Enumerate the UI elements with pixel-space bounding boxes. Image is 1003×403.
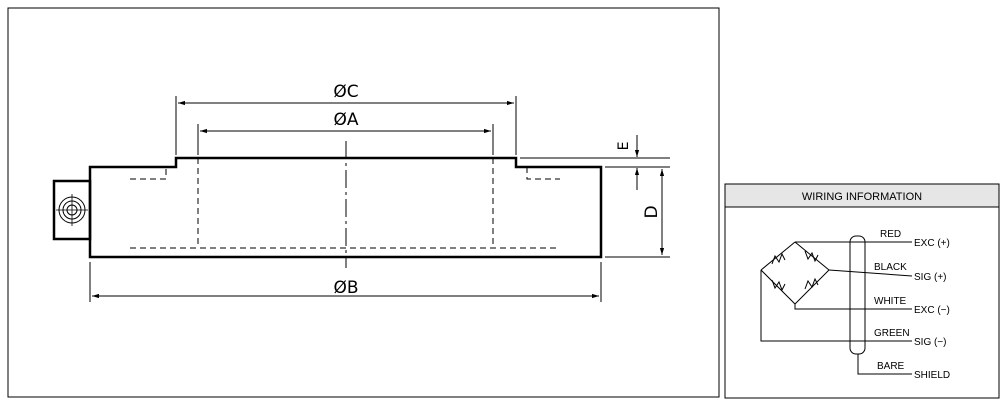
wire-bare: [857, 354, 912, 375]
wiring-panel: WIRING INFORMATION RED BLACK WHITE GREEN: [724, 183, 1000, 399]
load-cell-outline: [88, 156, 603, 259]
dim-c-label: ØC: [333, 82, 358, 102]
dim-a-label: ØA: [333, 110, 358, 130]
wire-signal-exc-neg: EXC (−): [914, 305, 950, 316]
wire-signal-shield: SHIELD: [914, 370, 950, 381]
shield-cable: [849, 235, 866, 355]
wire-signal-sig-pos: SIG (+): [914, 272, 947, 283]
hidden-lines: [130, 158, 560, 249]
wire-color-red: RED: [880, 229, 901, 240]
wiring-header-bar: [724, 183, 1000, 208]
wiring-header: WIRING INFORMATION: [802, 191, 922, 203]
wire-white: [794, 304, 912, 310]
extension-lines: [89, 96, 670, 302]
wire-signal-sig-neg: SIG (−): [914, 337, 947, 348]
wire-color-black: BLACK: [874, 262, 907, 273]
wires: [760, 241, 913, 375]
wire-color-bare: BARE: [877, 361, 905, 372]
bridge-icon: [760, 241, 830, 305]
dim-e-label: E: [616, 142, 632, 151]
connector-icon: [52, 179, 92, 241]
dim-b-label: ØB: [333, 278, 358, 298]
wire-signal-exc-pos: EXC (+): [914, 238, 950, 249]
wire-color-green: GREEN: [874, 328, 910, 339]
wire-color-white: WHITE: [874, 296, 907, 307]
dim-d-label: D: [642, 205, 662, 218]
wire-black: [828, 269, 913, 277]
wire-green: [760, 270, 912, 342]
drawing-frame: [7, 7, 720, 398]
dimension-lines: [92, 100, 665, 299]
